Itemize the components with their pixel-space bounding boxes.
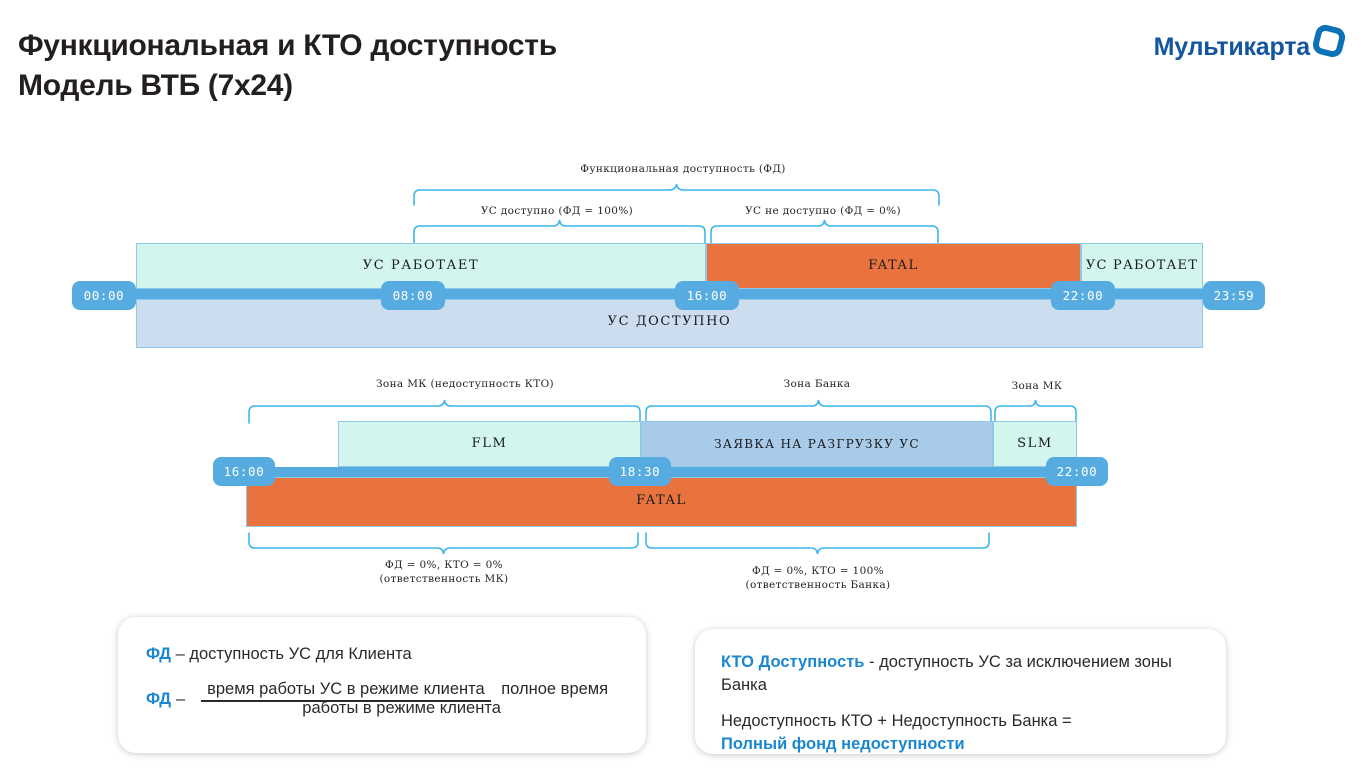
- bracket-label-us-available: УС доступно (ФД = 100%): [480, 205, 634, 217]
- bracket-label-zone-mk-right: Зона МК: [1011, 380, 1063, 392]
- bracket-label-responsibility-bank: ФД = 0%, КТО = 100% (ответственность Бан…: [745, 565, 891, 592]
- bracket-us-unavailable: [710, 219, 940, 244]
- time-pill-0000: 00:00: [72, 281, 136, 310]
- legend-kto-accent: КТО Доступность: [721, 653, 865, 671]
- legend-card-fd: ФД – доступность УС для Клиента ФД – вре…: [118, 617, 646, 753]
- timeline-block-fatal-top: FATAL: [706, 243, 1081, 289]
- legend-formula-dash: –: [176, 689, 186, 708]
- timeline-block-request-unload: ЗАЯВКА НА РАЗГРУЗКУ УС: [641, 421, 993, 467]
- page-title: Функциональная и КТО доступность Модель …: [18, 29, 557, 102]
- time-pill-1830: 18:30: [609, 457, 671, 486]
- time-pill-0800: 08:00: [381, 281, 445, 310]
- bracket-label-us-unavailable: УС не доступно (ФД = 0%): [745, 205, 901, 217]
- bracket-label-responsibility-mk: ФД = 0%, КТО = 0% (ответственность МК): [379, 559, 509, 586]
- bracket-zone-mk-right: [994, 399, 1078, 424]
- multicarta-ring-icon: [1310, 22, 1348, 60]
- legend-fd-rest: – доступность УС для Клиента: [171, 645, 412, 663]
- legend-card-kto: КТО Доступность - доступность УС за искл…: [695, 629, 1226, 754]
- legend-formula-numerator: время работы УС в режиме клиента: [201, 680, 491, 703]
- time-pill-2359: 23:59: [1203, 281, 1265, 310]
- legend-kto-sum-accent: Полный фонд недоступности: [721, 735, 965, 754]
- bracket-zone-mk-left: [248, 399, 642, 424]
- legend-kto-definition: КТО Доступность - доступность УС за искл…: [721, 651, 1200, 697]
- bracket-label-zone-mk-left: Зона МК (недоступность КТО): [376, 378, 554, 390]
- time-pill-1600-bottom: 16:00: [213, 457, 275, 486]
- legend-kto-sum: Недоступность КТО + Недоступность Банка …: [721, 710, 1200, 756]
- bracket-functional-availability: [413, 183, 940, 206]
- bracket-responsibility-bank: [645, 532, 991, 555]
- legend-kto-sum-plain: Недоступность КТО + Недоступность Банка …: [721, 712, 1072, 731]
- legend-fd-definition: ФД – доступность УС для Клиента: [146, 643, 618, 666]
- bracket-label-zone-bank: Зона Банка: [783, 378, 851, 390]
- bracket-responsibility-mk: [248, 532, 640, 555]
- timeline-block-us-working-evening: УС РАБОТАЕТ: [1081, 243, 1203, 289]
- time-pill-1600-top: 16:00: [675, 281, 739, 310]
- timeline-axis-top: [136, 289, 1203, 299]
- legend-formula-denominator: полное время работы в режиме клиента: [302, 680, 609, 718]
- legend-kto-rest: - доступность УС за исключением зоны Бан…: [721, 653, 1172, 695]
- timeline-block-us-working-morning: УС РАБОТАЕТ: [136, 243, 706, 289]
- time-pill-2200-bottom: 22:00: [1046, 457, 1108, 486]
- legend-formula-lead: ФД: [146, 689, 171, 708]
- legend-fd-accent: ФД: [146, 645, 171, 663]
- timeline-block-flm: FLM: [338, 421, 641, 467]
- legend-fd-formula: ФД – время работы УС в режиме клиента по…: [146, 680, 618, 718]
- bracket-zone-bank: [645, 399, 993, 424]
- bracket-us-available: [413, 219, 707, 244]
- brand-logo: Мультикарта: [1153, 22, 1348, 61]
- timeline-band-us-accessible: УС ДОСТУПНО: [136, 299, 1203, 348]
- bracket-label-functional-availability: Функциональная доступность (ФД): [580, 163, 786, 175]
- time-pill-2200-top: 22:00: [1051, 281, 1115, 310]
- brand-logo-text: Мультикарта: [1153, 33, 1311, 61]
